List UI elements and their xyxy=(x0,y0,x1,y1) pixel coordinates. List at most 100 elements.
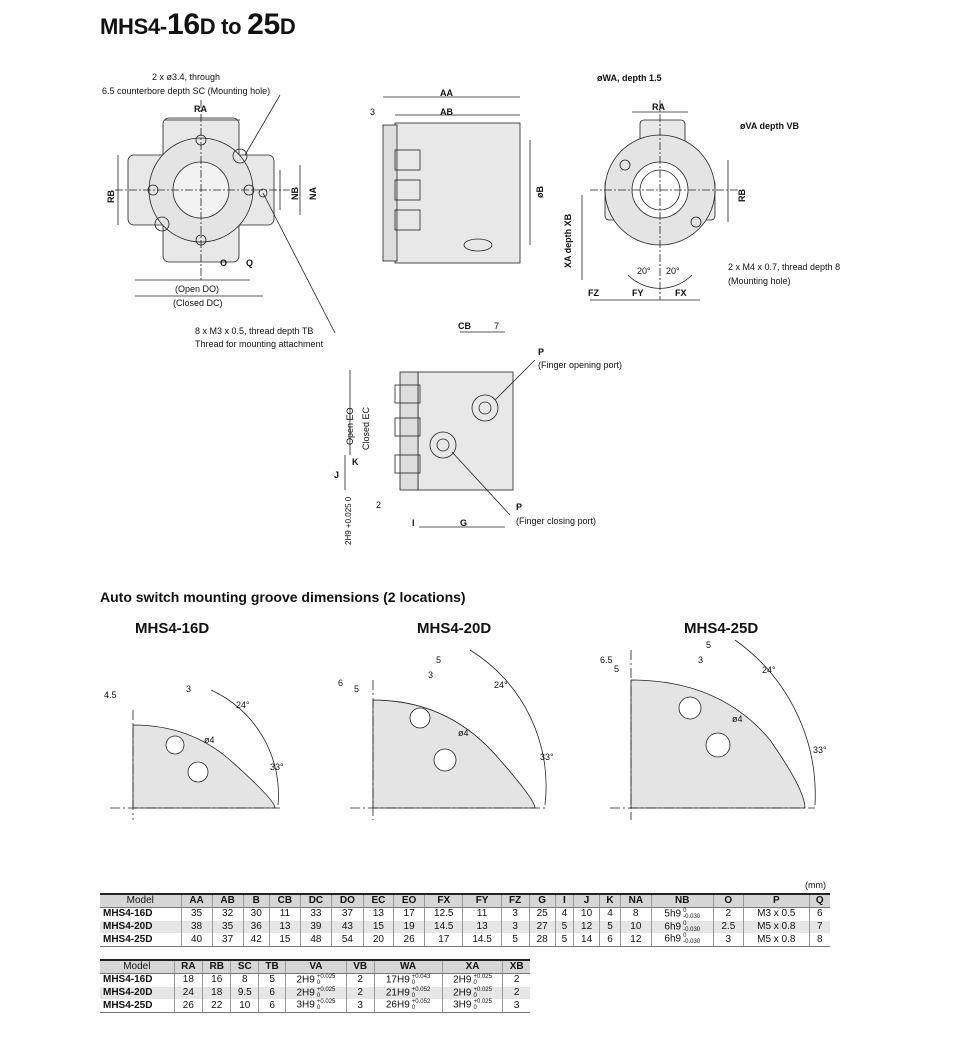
value-cell-ec: 13 xyxy=(362,907,394,921)
g25-ang1: 24° xyxy=(762,665,776,675)
value-cell-j: 10 xyxy=(572,907,600,921)
title-prefix: MHS4- xyxy=(100,14,167,39)
value-cell-g: 25 xyxy=(528,907,556,921)
column-header-model: Model xyxy=(100,959,175,974)
value-cell-fz: 5 xyxy=(500,933,530,947)
value-cell-ra: 18 xyxy=(173,973,203,987)
hole-note-2: 6.5 counterbore depth SC (Mounting hole) xyxy=(102,86,271,96)
value-cell-q: 6 xyxy=(808,907,830,921)
column-header-fx: FX xyxy=(424,893,463,908)
value-cell-do: 54 xyxy=(330,933,364,947)
nb-cell-value: 5h9 xyxy=(664,908,682,920)
dim-aa: AA xyxy=(440,88,453,98)
dim-fx: FX xyxy=(675,288,687,298)
front-view-drawing xyxy=(115,94,336,334)
tol-lower: 0 xyxy=(316,1005,321,1012)
column-header-fz: FZ xyxy=(500,893,530,908)
value-cell-xb: 2 xyxy=(502,973,530,987)
model-cell: MHS4-20D xyxy=(100,920,182,934)
g25-d1: 5 xyxy=(614,664,620,674)
tol-upper: +0.043 xyxy=(411,974,431,980)
value-cell-p: M3 x 0.5 xyxy=(742,907,810,921)
value-cell-fx: 14.5 xyxy=(424,920,463,934)
g16-dia: ø4 xyxy=(204,735,215,745)
model-cell: MHS4-16D xyxy=(103,908,153,920)
tol-lower: 0 xyxy=(316,980,321,986)
mount-note-2: (Mounting hole) xyxy=(728,276,791,286)
tol-upper: +0.052 xyxy=(411,999,431,1006)
dim-open-eo: Open EO xyxy=(345,407,355,445)
g25-ang2: 33° xyxy=(813,745,827,755)
tol-upper: +0.025 xyxy=(316,999,336,1006)
tol-upper: +0.025 xyxy=(473,999,492,1006)
column-header-wa: WA xyxy=(373,959,443,974)
dim-k: K xyxy=(352,457,359,467)
xa-cell-value: 3H9 xyxy=(453,999,472,1011)
value-cell-o: 2 xyxy=(712,907,744,921)
dim-xa: XA depth XB xyxy=(563,213,573,268)
value-cell-dc: 33 xyxy=(299,907,332,921)
g20-dia: ø4 xyxy=(458,728,469,738)
tol-lower: 0 xyxy=(411,1005,416,1012)
value-cell-ec: 20 xyxy=(362,933,394,947)
wa-cell-value: 21H9 xyxy=(385,987,410,999)
value-cell-fx: 17 xyxy=(424,933,463,947)
tol-upper: +0.052 xyxy=(411,986,431,993)
value-cell-i: 5 xyxy=(554,933,574,947)
groove-model-16d: MHS4-16D xyxy=(135,620,210,637)
value-cell-do: 43 xyxy=(330,920,364,934)
dim-fy: FY xyxy=(632,288,644,298)
column-header-nb: NB xyxy=(650,893,714,908)
dim-va: øVA depth VB xyxy=(740,121,799,131)
column-header-na: NA xyxy=(619,893,652,908)
tol-lower: -0.030 xyxy=(683,939,701,946)
value-cell-fx: 12.5 xyxy=(424,907,463,921)
port-p-close: P xyxy=(516,502,523,512)
value-cell-na: 12 xyxy=(619,933,652,947)
value-cell-fy: 11 xyxy=(462,907,502,921)
value-cell-aa: 35 xyxy=(180,907,213,921)
dim-i: I xyxy=(412,518,415,528)
dim-7: 7 xyxy=(494,321,500,331)
dim-open-do: (Open DO) xyxy=(175,284,220,294)
dim-g: G xyxy=(460,518,468,528)
dim-2: 2 xyxy=(376,500,382,510)
tol-upper: 0 xyxy=(683,933,687,940)
value-cell-cb: 13 xyxy=(268,920,301,934)
angle-20-right: 20° xyxy=(666,266,680,276)
groove-model-25d: MHS4-25D xyxy=(684,620,759,637)
g25-d2: 3 xyxy=(698,655,704,665)
nb-cell-tolerance: 0-0.030 xyxy=(683,921,700,933)
va-cell-value: 2H9 xyxy=(296,974,315,986)
value-cell-tb: 6 xyxy=(258,999,286,1013)
g20-ang1: 24° xyxy=(494,680,508,690)
value-cell-vb: 2 xyxy=(345,973,375,987)
tol-lower: 0 xyxy=(473,980,477,986)
dim-ra-back: RA xyxy=(652,102,665,112)
xa-cell-value: 2H9 xyxy=(453,987,472,999)
value-cell-eo: 19 xyxy=(393,920,425,934)
value-cell-vb: 2 xyxy=(345,986,375,1000)
value-cell-rb: 18 xyxy=(202,986,231,1000)
value-cell-ra: 26 xyxy=(173,999,203,1013)
value-cell-sc: 10 xyxy=(230,999,259,1013)
value-cell-ab: 35 xyxy=(211,920,244,934)
dim-2h9: 2H9 +0.025 0 xyxy=(344,496,353,545)
tol-lower: 0 xyxy=(473,1005,477,1012)
value-cell-tb: 6 xyxy=(258,986,286,1000)
wa-cell-value: 17H9 xyxy=(385,974,410,986)
tol-lower: 0 xyxy=(411,980,416,986)
value-cell-k: 5 xyxy=(599,920,621,934)
